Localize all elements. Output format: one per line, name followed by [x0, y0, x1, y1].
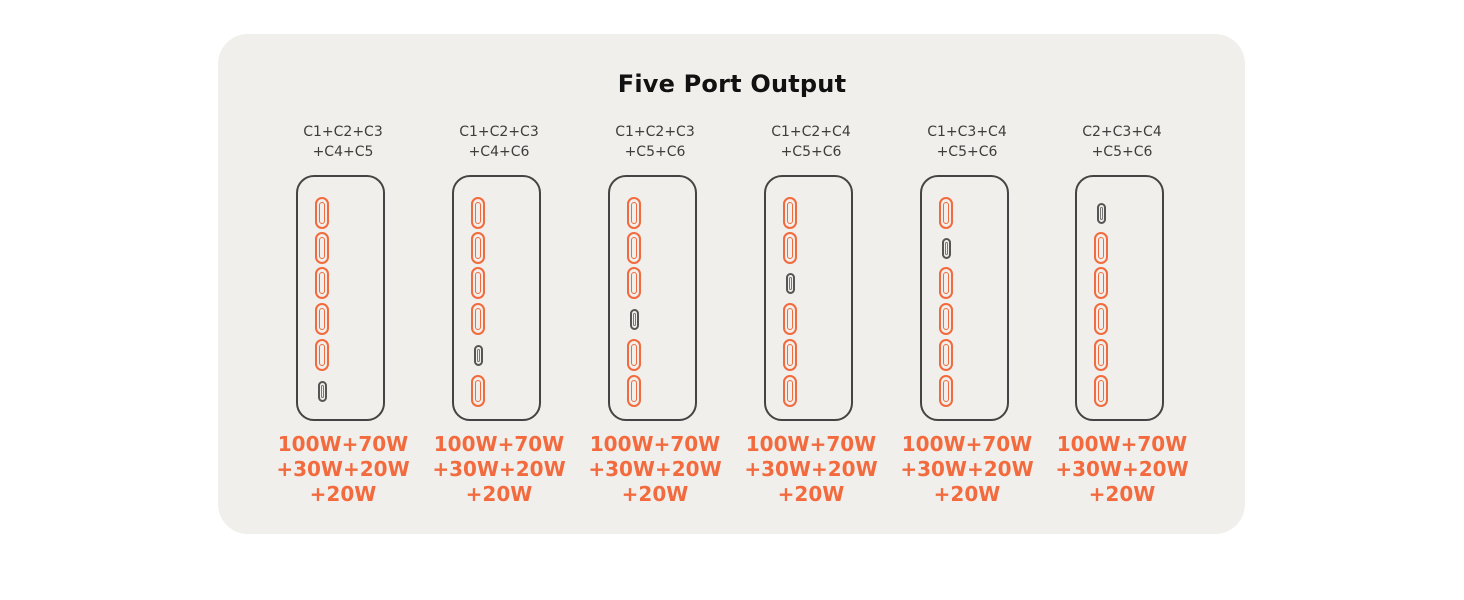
power-output-label: 100W+70W +30W+20W +20W: [567, 432, 743, 507]
combo-line-2: +C5+C6: [1091, 144, 1153, 160]
usb-c-port-inactive-icon: [317, 380, 327, 402]
usb-c-port-inactive-icon: [629, 308, 639, 330]
usb-c-port-active-icon: [939, 197, 953, 229]
port-combination-label: C2+C3+C4 +C5+C6: [1044, 122, 1200, 162]
usb-c-port-inactive-icon: [785, 272, 795, 294]
combo-line-1: C1+C3+C4: [927, 124, 1007, 140]
port-combination-label: C1+C2+C3 +C4+C6: [421, 122, 577, 162]
usb-c-port-active-icon: [939, 375, 953, 407]
power-line-3: +20W: [621, 482, 689, 506]
usb-c-port-active-icon: [627, 375, 641, 407]
power-line-2: +30W+20W: [900, 457, 1034, 481]
usb-c-port-active-icon: [471, 197, 485, 229]
usb-c-port-active-icon: [315, 339, 329, 371]
port-combination-label: C1+C2+C3 +C4+C5: [265, 122, 421, 162]
charger-outline: [920, 175, 1009, 421]
combo-line-2: +C4+C6: [468, 144, 530, 160]
charger-outline: [764, 175, 853, 421]
usb-c-port-inactive-icon: [473, 344, 483, 366]
charger-outline: [452, 175, 541, 421]
usb-c-port-active-icon: [939, 267, 953, 299]
power-line-1: 100W+70W: [901, 432, 1033, 456]
usb-c-port-active-icon: [939, 339, 953, 371]
usb-c-port-active-icon: [783, 232, 797, 264]
usb-c-port-active-icon: [783, 375, 797, 407]
combo-line-2: +C5+C6: [780, 144, 842, 160]
usb-c-port-active-icon: [471, 232, 485, 264]
power-output-label: 100W+70W +30W+20W +20W: [255, 432, 431, 507]
config-column-4: C1+C2+C4 +C5+C6 100W+70W +30W+20W +20W: [733, 0, 889, 600]
usb-c-port-active-icon: [471, 375, 485, 407]
usb-c-port-active-icon: [1094, 375, 1108, 407]
power-line-2: +30W+20W: [588, 457, 722, 481]
config-column-3: C1+C2+C3 +C5+C6 100W+70W +30W+20W +20W: [577, 0, 733, 600]
port-combination-label: C1+C2+C4 +C5+C6: [733, 122, 889, 162]
combo-line-2: +C4+C5: [312, 144, 374, 160]
config-column-5: C1+C3+C4 +C5+C6 100W+70W +30W+20W +20W: [889, 0, 1045, 600]
power-line-1: 100W+70W: [589, 432, 721, 456]
usb-c-port-active-icon: [1094, 232, 1108, 264]
power-output-label: 100W+70W +30W+20W +20W: [411, 432, 587, 507]
usb-c-port-active-icon: [939, 303, 953, 335]
combo-line-2: +C5+C6: [936, 144, 998, 160]
usb-c-port-inactive-icon: [1096, 202, 1106, 224]
power-line-1: 100W+70W: [745, 432, 877, 456]
power-output-label: 100W+70W +30W+20W +20W: [879, 432, 1055, 507]
usb-c-port-active-icon: [1094, 267, 1108, 299]
power-output-label: 100W+70W +30W+20W +20W: [723, 432, 899, 507]
config-column-6: C2+C3+C4 +C5+C6 100W+70W +30W+20W +20W: [1044, 0, 1200, 600]
usb-c-port-active-icon: [1094, 339, 1108, 371]
usb-c-port-active-icon: [783, 303, 797, 335]
power-line-3: +20W: [465, 482, 533, 506]
config-column-1: C1+C2+C3 +C4+C5 100W+70W +30W+20W +20W: [265, 0, 421, 600]
power-line-1: 100W+70W: [277, 432, 409, 456]
usb-c-port-active-icon: [1094, 303, 1108, 335]
power-line-2: +30W+20W: [432, 457, 566, 481]
usb-c-port-active-icon: [783, 339, 797, 371]
power-line-1: 100W+70W: [1056, 432, 1188, 456]
usb-c-port-active-icon: [315, 232, 329, 264]
charger-outline: [608, 175, 697, 421]
combo-line-1: C1+C2+C3: [303, 124, 383, 140]
power-line-2: +30W+20W: [1055, 457, 1189, 481]
power-line-3: +20W: [933, 482, 1001, 506]
output-panel: [218, 34, 1245, 534]
combo-line-1: C1+C2+C3: [615, 124, 695, 140]
usb-c-port-active-icon: [627, 267, 641, 299]
usb-c-port-inactive-icon: [941, 237, 951, 259]
power-line-1: 100W+70W: [433, 432, 565, 456]
combo-line-1: C1+C2+C3: [459, 124, 539, 140]
power-line-3: +20W: [309, 482, 377, 506]
usb-c-port-active-icon: [627, 339, 641, 371]
usb-c-port-active-icon: [315, 303, 329, 335]
usb-c-port-active-icon: [627, 197, 641, 229]
combo-line-1: C2+C3+C4: [1082, 124, 1162, 140]
config-column-2: C1+C2+C3 +C4+C6 100W+70W +30W+20W +20W: [421, 0, 577, 600]
usb-c-port-active-icon: [471, 267, 485, 299]
port-combination-label: C1+C3+C4 +C5+C6: [889, 122, 1045, 162]
usb-c-port-active-icon: [315, 197, 329, 229]
usb-c-port-active-icon: [471, 303, 485, 335]
usb-c-port-active-icon: [315, 267, 329, 299]
power-output-label: 100W+70W +30W+20W +20W: [1034, 432, 1210, 507]
page-title: Five Port Output: [617, 70, 847, 98]
power-line-3: +20W: [777, 482, 845, 506]
combo-line-2: +C5+C6: [624, 144, 686, 160]
usb-c-port-active-icon: [627, 232, 641, 264]
charger-outline: [1075, 175, 1164, 421]
power-line-3: +20W: [1088, 482, 1156, 506]
charger-outline: [296, 175, 385, 421]
usb-c-port-active-icon: [783, 197, 797, 229]
port-combination-label: C1+C2+C3 +C5+C6: [577, 122, 733, 162]
power-line-2: +30W+20W: [276, 457, 410, 481]
combo-line-1: C1+C2+C4: [771, 124, 851, 140]
power-line-2: +30W+20W: [744, 457, 878, 481]
